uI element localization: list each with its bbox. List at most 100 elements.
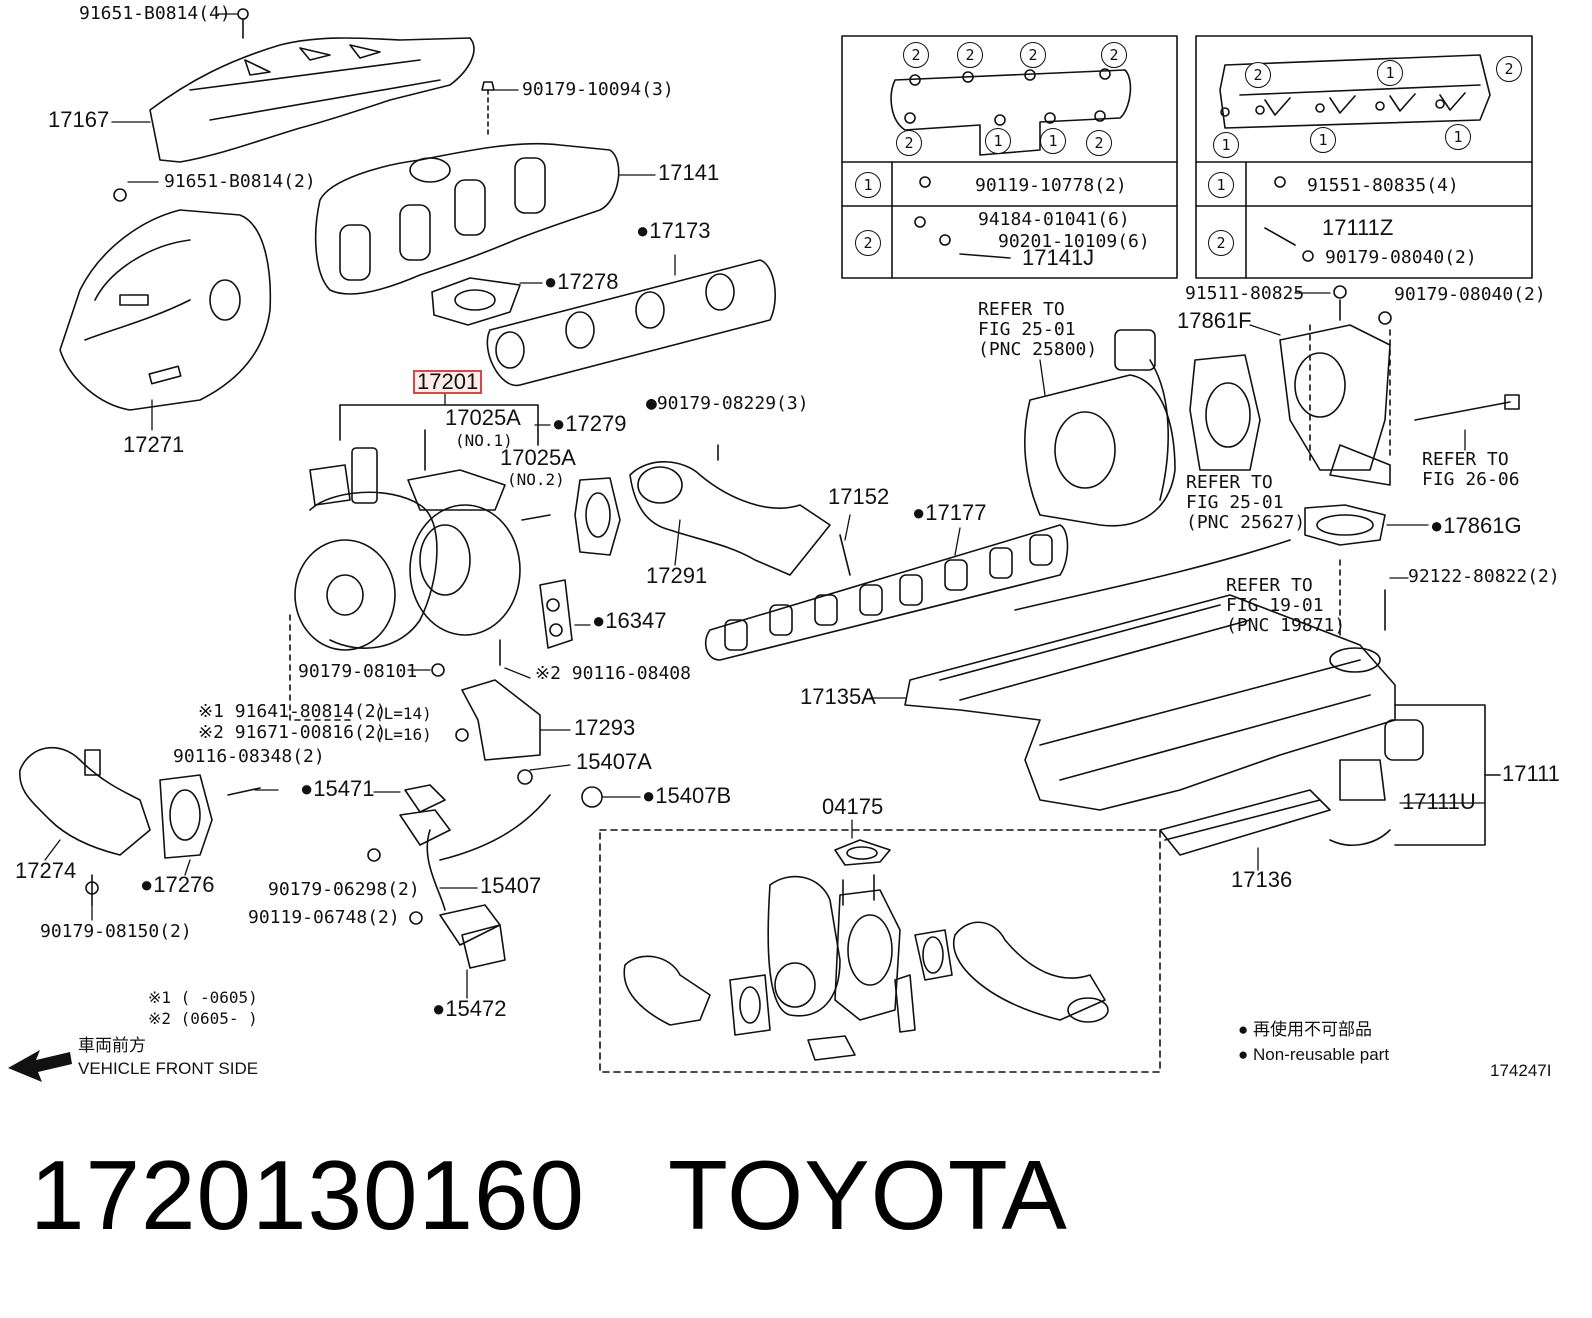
inset-right-part-90179-08040[interactable]: 90179-08040(2) [1325,247,1477,268]
inset-right-part-91551-80835[interactable]: 91551-80835(4) [1307,175,1459,196]
circled-2-marker: 2 [1101,42,1127,68]
callout-90116-08348[interactable]: 90116-08348(2) [173,746,325,767]
inset-left-part-90201-10109[interactable]: 90201-10109(6) [998,231,1150,252]
refer-line: REFER TO [1186,472,1273,493]
callout-90179-06298[interactable]: 90179-06298(2) [268,879,420,900]
circled-1-marker: 1 [1213,132,1239,158]
leader-lines [44,13,1486,999]
legend-non-reusable-en: ● Non-reusable part [1238,1045,1390,1064]
callout-17025A-no1-note: (NO.1) [455,431,513,450]
circled-2-marker: 2 [896,130,922,156]
callout-91641-80814[interactable]: ※1 91641-80814(2) [198,701,387,722]
callout-17152[interactable]: 17152 [828,484,890,509]
callout-90179-08040-top[interactable]: 90179-08040(2) [1394,284,1546,305]
inset-right-part-17111Z[interactable]: 17111Z [1322,215,1394,240]
callout-15472[interactable]: ●15472 [432,996,507,1021]
intake-hose-17274 [19,746,151,906]
refer-fig-25-01-pnc-25800[interactable]: REFER TO FIG 25-01 (PNC 25800) [978,300,1097,360]
throttle-body-17861F [1279,285,1520,486]
inset-left-key-1: 1 [855,172,881,198]
callout-17279[interactable]: ●17279 [552,411,627,436]
plate-17136 [1159,789,1331,856]
gasket-16347 [539,579,573,649]
callout-17293[interactable]: 17293 [574,715,636,740]
refer-fig-19-01-pnc-19871[interactable]: REFER TO FIG 19-01 (PNC 19871) [1226,576,1345,636]
heat-insulator-17271 [59,188,272,411]
callout-17201-highlighted[interactable]: 17201 [412,369,483,394]
circled-2-marker: 2 [903,42,929,68]
note-2-period: ※2 (0605- ) [148,1009,258,1028]
callout-16347[interactable]: ●16347 [592,608,667,633]
gasket-17276 [159,774,261,859]
callout-17135A[interactable]: 17135A [800,684,876,709]
callout-17177[interactable]: ●17177 [912,500,987,525]
refer-line: FIG 25-01 [1186,492,1284,513]
exhaust-pipe-17291 [629,444,851,576]
figure-id: 174247I [1490,1061,1552,1080]
callout-17025A-no2[interactable]: 17025A [500,445,576,470]
callout-91651-B0814-4[interactable]: 91651-B0814(4) [79,3,231,24]
turbocharger-17201 [294,404,551,651]
callout-15407[interactable]: 15407 [480,873,542,898]
callout-15471[interactable]: ●15471 [300,776,375,801]
callout-17136[interactable]: 17136 [1231,867,1293,892]
callout-90119-06748[interactable]: 90119-06748(2) [248,907,400,928]
callout-90179-08229[interactable]: ●90179-08229(3) [646,393,809,414]
gasket-egr [1189,354,1261,471]
refer-line: FIG 25-01 [978,319,1076,340]
oil-pipe-15407 [367,769,603,969]
front-arrow-icon [8,1050,72,1082]
callout-90179-08150[interactable]: 90179-08150(2) [40,921,192,942]
callout-17111U[interactable]: 17111U [1402,789,1476,814]
callout-17173[interactable]: ●17173 [636,218,711,243]
callout-92122-80822[interactable]: 92122-80822(2) [1408,566,1560,587]
vehicle-front-label-jp: 車両前方 [78,1036,146,1055]
inset-left-part-94184-01041[interactable]: 94184-01041(6) [978,209,1130,230]
callout-17861F[interactable]: 17861F [1177,308,1252,333]
inset-left-part-90119-10778[interactable]: 90119-10778(2) [975,175,1127,196]
refer-fig-25-01-pnc-25627[interactable]: REFER TO FIG 25-01 (PNC 25627) [1186,473,1305,533]
callout-90116-08408[interactable]: ※2 90116-08408 [535,663,691,684]
callout-04175[interactable]: 04175 [822,794,884,819]
inset-left-part-17141J[interactable]: 17141J [1022,245,1095,270]
callout-17025A-no1[interactable]: 17025A [445,405,521,430]
callout-15407A[interactable]: 15407A [576,749,652,774]
legend-non-reusable-jp: ● 再使用不可部品 [1238,1020,1372,1039]
callout-17291[interactable]: 17291 [646,563,708,588]
refer-line: FIG 26-06 [1422,469,1520,490]
callout-17025A-no2-note: (NO.2) [507,470,565,489]
callout-17274[interactable]: 17274 [15,858,77,883]
callout-90179-08101[interactable]: 90179-08101 [298,661,418,682]
refer-line: REFER TO [1226,575,1313,596]
bracket-17293 [289,614,541,761]
callout-17276[interactable]: ●17276 [140,872,215,897]
note-1-period: ※1 ( -0605) [148,988,258,1007]
circled-2-marker: 2 [1496,56,1522,82]
circled-1-marker: 1 [1377,60,1403,86]
intake-manifold-17111 [904,539,1501,846]
callout-17167[interactable]: 17167 [48,107,110,132]
gasket-17173 [486,259,776,387]
circled-1-marker: 1 [1310,127,1336,153]
gasket-17279 [574,477,621,556]
circled-2-marker: 2 [957,42,983,68]
callout-91511-80825[interactable]: 91511-80825 [1185,283,1305,304]
callout-90179-10094[interactable]: 90179-10094(3) [522,79,674,100]
vehicle-front-label-en: VEHICLE FRONT SIDE [78,1059,259,1078]
callout-17111[interactable]: 17111 [1502,761,1560,786]
callout-17141[interactable]: 17141 [658,160,720,185]
callout-17278[interactable]: ●17278 [544,269,619,294]
callout-17861G[interactable]: ●17861G [1430,513,1522,538]
circled-1-marker: 1 [1040,128,1066,154]
part-number-caption: 1720130160 TOYOTA [30,1140,1068,1250]
refer-fig-26-06[interactable]: REFER TO FIG 26-06 [1422,450,1520,490]
inset-frames [841,35,1533,279]
callout-91651-B0814-2[interactable]: 91651-B0814(2) [164,171,316,192]
egr-valve-assembly [1024,329,1176,527]
callout-17271[interactable]: 17271 [123,432,185,457]
callout-15407B[interactable]: ●15407B [642,783,732,808]
circled-1-marker: 1 [985,128,1011,154]
callout-91671-00816[interactable]: ※2 91671-00816(2) [198,722,387,743]
